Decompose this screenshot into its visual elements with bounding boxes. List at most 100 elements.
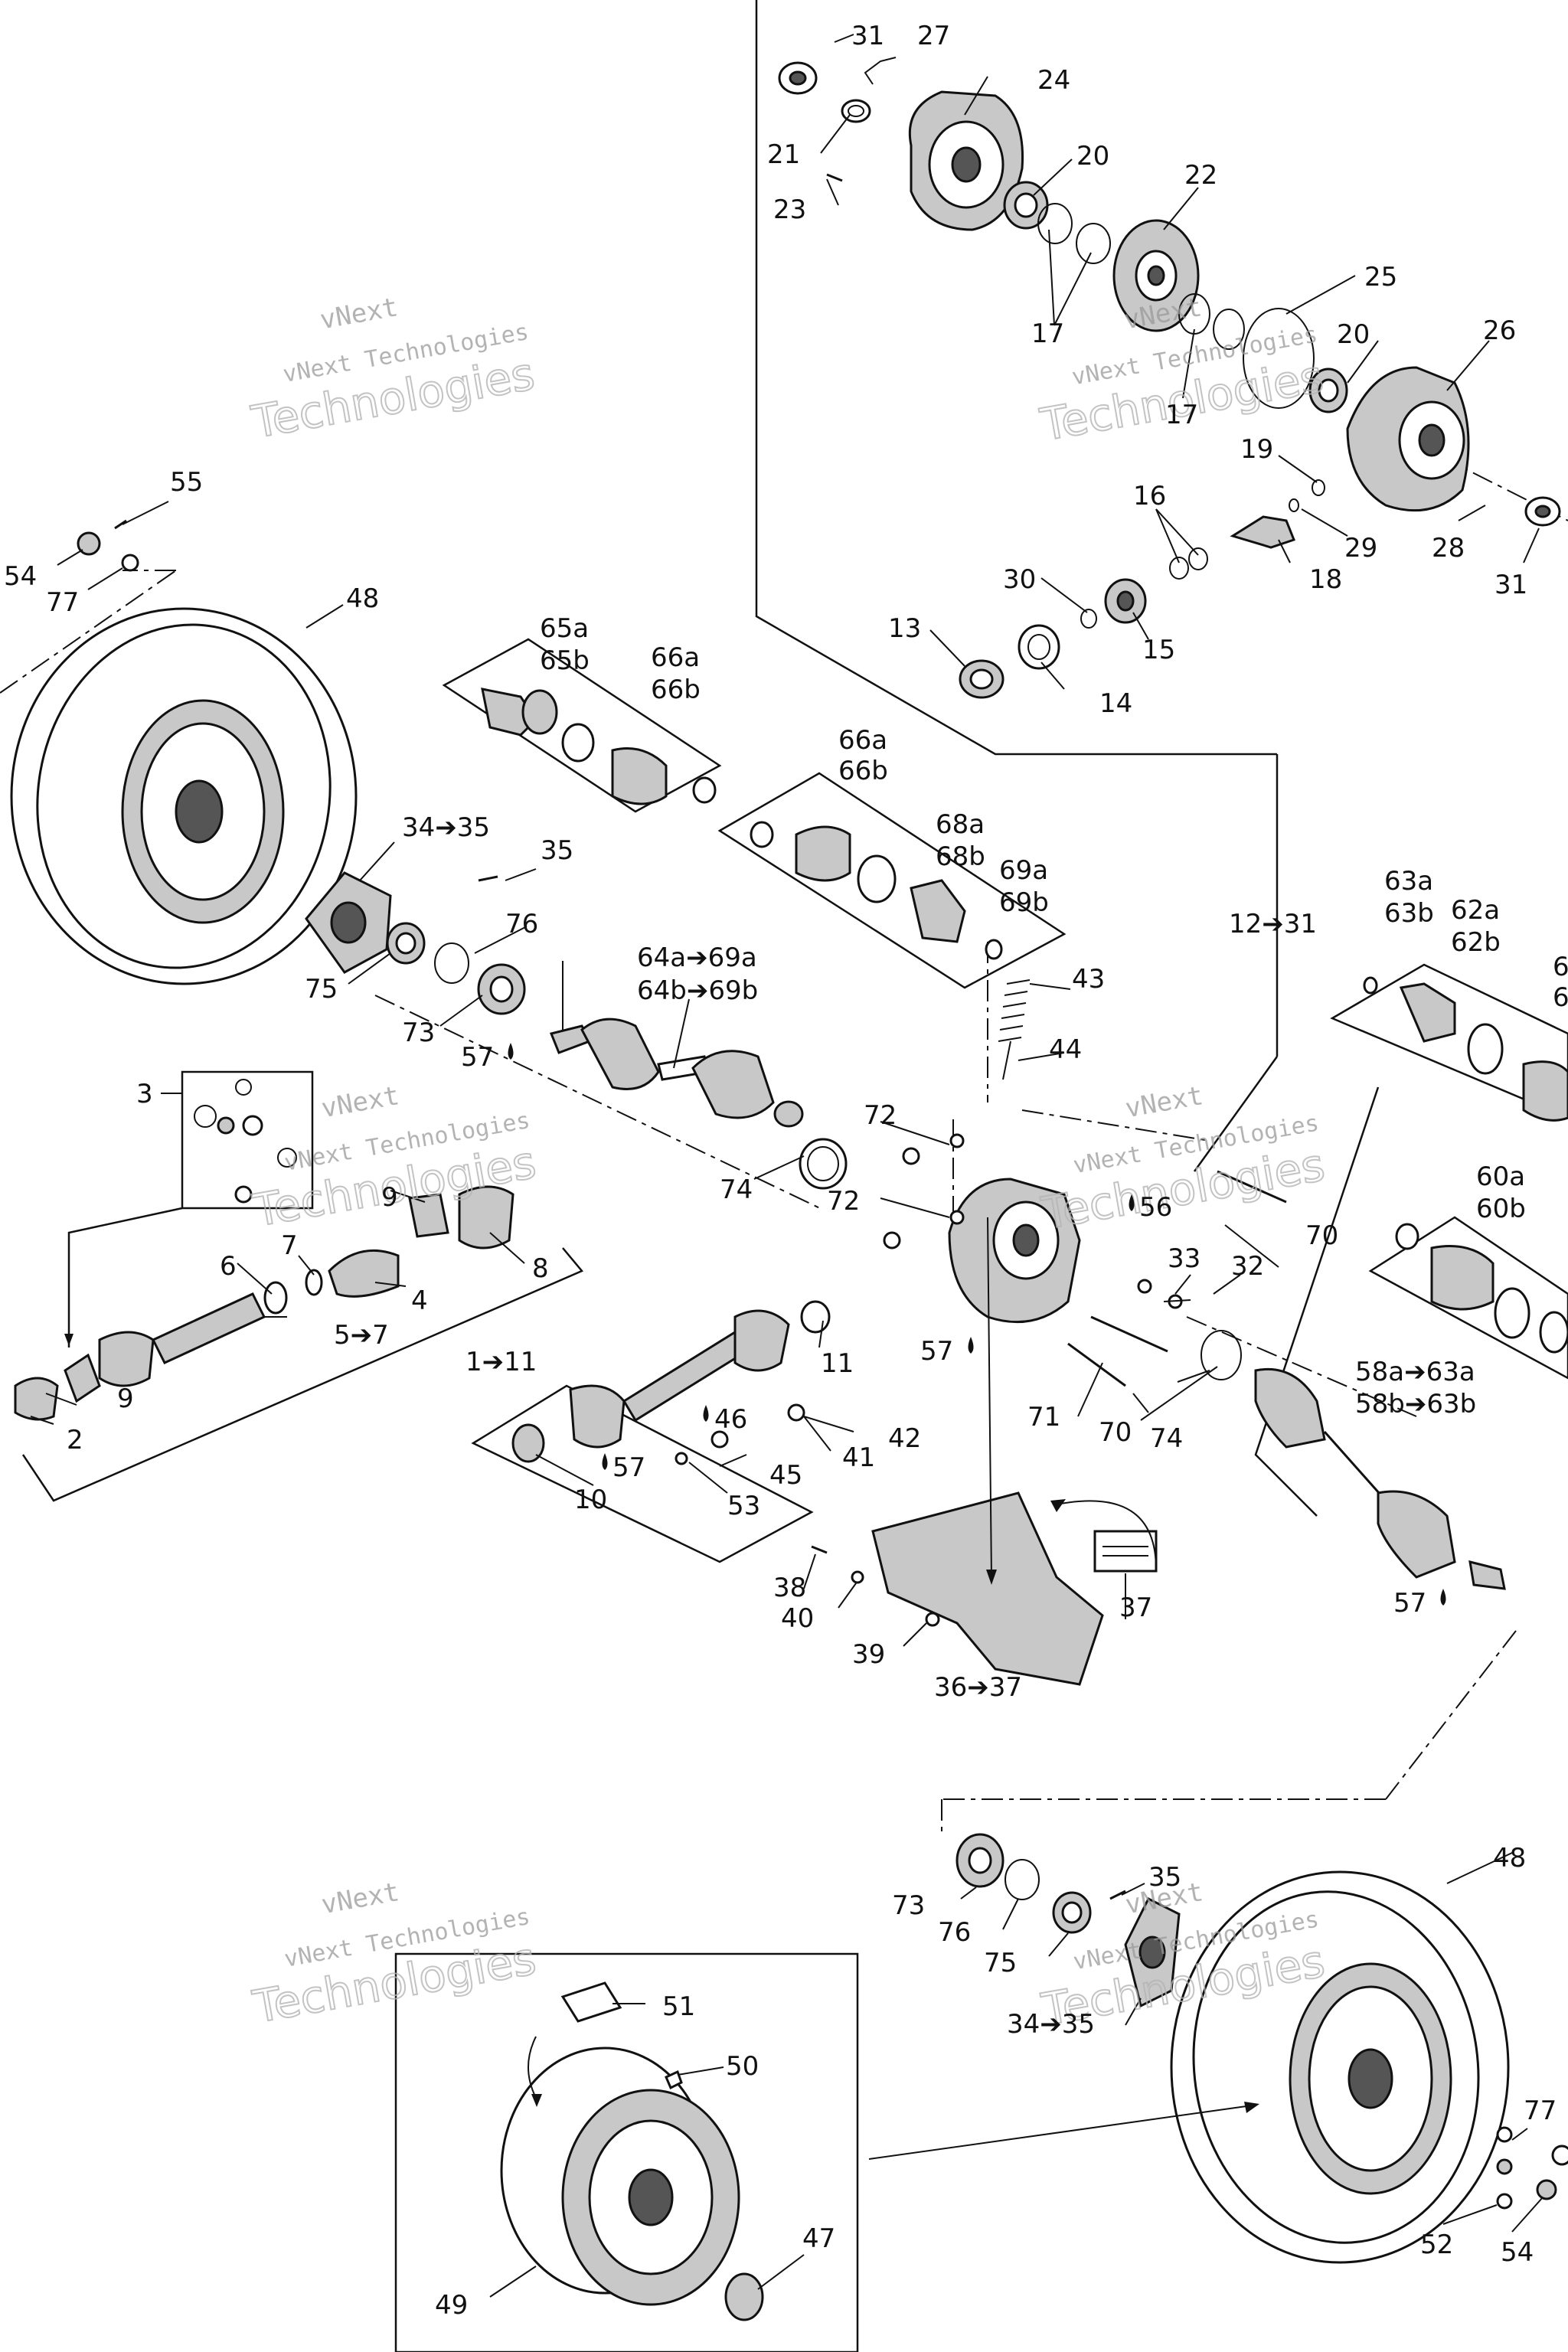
callout-label: 69b <box>999 887 1049 918</box>
callout-label: 51 <box>662 1991 695 2022</box>
arrow-left-icon <box>1050 1499 1066 1512</box>
callout-label: 1➔11 <box>466 1347 537 1377</box>
axle-kit-63-61 <box>1363 976 1568 1354</box>
callout-label: 22 <box>1184 160 1217 191</box>
oil-drop-icon <box>703 1405 709 1422</box>
watermark-line1: vNext <box>318 292 400 335</box>
callout-label: 20 <box>1337 319 1370 350</box>
callout-label: 41 <box>842 1442 875 1473</box>
arrow-right-icon <box>1244 2102 1259 2113</box>
oil-drop-icon <box>1440 1589 1446 1606</box>
callout-label: 2 <box>67 1425 83 1455</box>
differential-group-frame <box>755 0 1279 1172</box>
leader-lines <box>30 34 1544 2298</box>
callout-label: 55 <box>170 467 203 498</box>
callout-label: 64b➔69b <box>637 975 758 1006</box>
axle-kit-66-69 <box>750 821 1003 960</box>
callout-label: 62b <box>1451 927 1501 958</box>
callout-label: 60a <box>1476 1161 1525 1192</box>
callout-label: 50 <box>726 2051 759 2082</box>
callout-label: 70 <box>1099 1417 1132 1448</box>
callout-label: 56 <box>1139 1192 1172 1223</box>
callout-label: 46 <box>714 1404 747 1435</box>
left-axle <box>549 1018 848 1190</box>
callout-label: 36➔37 <box>934 1672 1022 1703</box>
callout-label: 66a <box>838 725 887 756</box>
callout-labels: 31 27 24 21 20 22 23 25 17 20 26 17 19 1… <box>4 21 1568 2321</box>
oil-drop-icons <box>508 1043 1446 1606</box>
skid-plate <box>811 1491 1158 1686</box>
callout-label: 42 <box>888 1423 921 1454</box>
callout-label: 31 <box>851 21 884 51</box>
callout-label: 18 <box>1309 564 1342 595</box>
callout-label: 75 <box>984 1948 1017 1978</box>
right-hub-parts <box>956 1833 1181 2008</box>
callout-label: 31 <box>1494 570 1527 600</box>
callout-label: 76 <box>938 1917 971 1948</box>
watermark-group-1: vNext vNext Technologies Technologies <box>247 292 539 449</box>
right-axle <box>1254 1367 1506 1590</box>
callout-label: 23 <box>773 194 806 225</box>
callout-label: 70 <box>1305 1220 1338 1251</box>
callout-label: 68b <box>936 841 985 872</box>
oil-drop-icon <box>602 1453 608 1470</box>
callout-label: 19 <box>1240 434 1273 465</box>
callout-label: 63b <box>1384 898 1434 929</box>
watermark-line1: vNext <box>319 1877 402 1920</box>
callout-label: 63a <box>1384 866 1433 897</box>
callout-label: 30 <box>1003 564 1036 595</box>
callout-label: 72 <box>827 1186 860 1217</box>
right-wheel <box>1170 1870 1568 2264</box>
callout-label: 68a <box>936 809 985 840</box>
callout-label: 40 <box>781 1603 814 1634</box>
callout-label: 34➔35 <box>1007 2009 1095 2040</box>
callout-label: 61b <box>1553 982 1568 1013</box>
callout-label: 66b <box>651 675 701 705</box>
callout-label: 57 <box>461 1042 494 1073</box>
callout-label: 16 <box>1133 481 1166 511</box>
callout-label: 43 <box>1072 964 1105 995</box>
watermark-group-5: vNext vNext Technologies Technologies <box>248 1877 541 2034</box>
left-wheel <box>10 607 358 985</box>
callout-label: 17 <box>1031 318 1064 349</box>
callout-label: 13 <box>888 613 921 644</box>
arrow-down-icon <box>64 1334 74 1346</box>
axle-kit-65-66 <box>481 688 717 805</box>
callout-label: 57 <box>612 1452 645 1483</box>
oil-drop-icon <box>968 1337 974 1354</box>
callout-label: 21 <box>767 139 800 170</box>
callout-label: 52 <box>1420 2230 1453 2260</box>
oil-drop-icon <box>508 1043 514 1060</box>
callout-label: 75 <box>305 974 338 1004</box>
callout-label: 66a <box>651 642 700 673</box>
prop-shaft-lower <box>511 1300 831 1465</box>
callout-label: 17 <box>1165 400 1198 430</box>
callout-label: 4 <box>411 1285 428 1316</box>
callout-label: 65b <box>540 645 590 676</box>
callout-label: 66b <box>838 756 888 786</box>
callout-label: 24 <box>1037 65 1070 96</box>
callout-label: 77 <box>1524 2096 1557 2126</box>
callout-label: 58a➔63a <box>1355 1357 1475 1387</box>
callout-label: 49 <box>435 2290 468 2321</box>
callout-label: 9 <box>381 1182 398 1213</box>
callout-label: 61a <box>1553 952 1568 982</box>
callout-label: 58b➔63b <box>1355 1389 1476 1419</box>
callout-label: 45 <box>769 1460 802 1491</box>
oil-drop-icon <box>1129 1194 1135 1211</box>
callout-label: 65a <box>540 613 589 644</box>
callout-label: 25 <box>1364 262 1397 292</box>
differential-housing <box>883 979 1287 1387</box>
callout-label: 37 <box>1119 1592 1152 1623</box>
callout-label: 15 <box>1142 635 1175 665</box>
callout-label: 10 <box>574 1485 607 1515</box>
callout-label: 64a➔69a <box>637 942 757 973</box>
driveshaft-parts <box>14 1079 514 1421</box>
watermark-line1: vNext <box>319 1080 402 1124</box>
callout-label: 73 <box>402 1018 435 1048</box>
driveshaft-group-frame <box>21 1070 859 2352</box>
callout-label: 8 <box>532 1253 549 1284</box>
pointer-arrows <box>64 1217 1259 2113</box>
